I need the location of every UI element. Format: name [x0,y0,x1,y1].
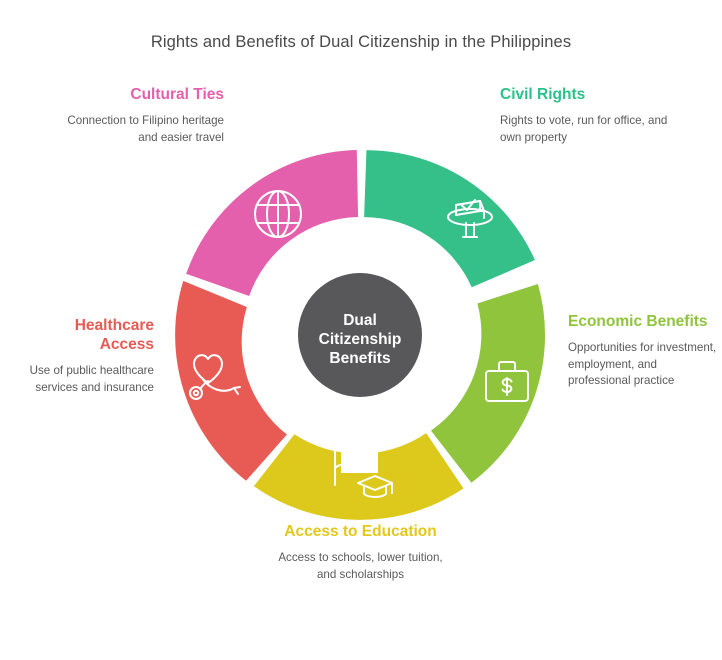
label-economic-benefits: Economic Benefits Opportunities for inve… [568,312,718,390]
label-civil-rights-description: Rights to vote, run for office, and own … [500,114,668,144]
label-access-to-education: Access to Education Access to schools, l… [268,522,453,583]
cycle-diagram: Dual Citizenship Benefits [160,135,560,535]
arrow-access-to-education [319,391,400,473]
label-civil-rights-title: Civil Rights [500,86,586,103]
center-line-2: Citizenship [319,331,402,348]
label-healthcare-access-description: Use of public healthcare services and in… [29,364,154,394]
heart-stethoscope-icon [189,354,241,400]
arrow-economic-benefits [417,317,472,375]
label-access-to-education-title: Access to Education [284,523,437,540]
center-line-1: Dual [343,312,377,329]
label-cultural-ties: Cultural Ties Connection to Filipino her… [62,85,224,146]
label-economic-benefits-description: Opportunities for investment, employment… [568,341,717,387]
label-economic-benefits-title: Economic Benefits [568,313,708,330]
ballot-box-icon [447,199,493,238]
graduation-cap-icon [334,445,393,498]
center-line-3: Benefits [329,350,390,367]
center-hub [298,273,422,397]
label-cultural-ties-title: Cultural Ties [130,86,224,103]
label-civil-rights: Civil Rights Rights to vote, run for off… [500,85,675,146]
globe-icon [254,190,302,238]
label-healthcare-access-title: Healthcare Access [74,317,154,353]
segment-economic-benefits[interactable] [431,283,546,483]
segment-access-to-education[interactable] [253,433,464,520]
page-title: Rights and Benefits of Dual Citizenship … [150,33,572,51]
segment-healthcare-access[interactable] [175,280,287,481]
label-access-to-education-description: Access to schools, lower tuition, and sc… [278,551,443,581]
briefcase-dollar-icon [485,361,529,402]
label-healthcare-access: Healthcare Access Use of public healthca… [22,316,154,396]
label-cultural-ties-description: Connection to Filipino heritage and easi… [67,114,224,144]
